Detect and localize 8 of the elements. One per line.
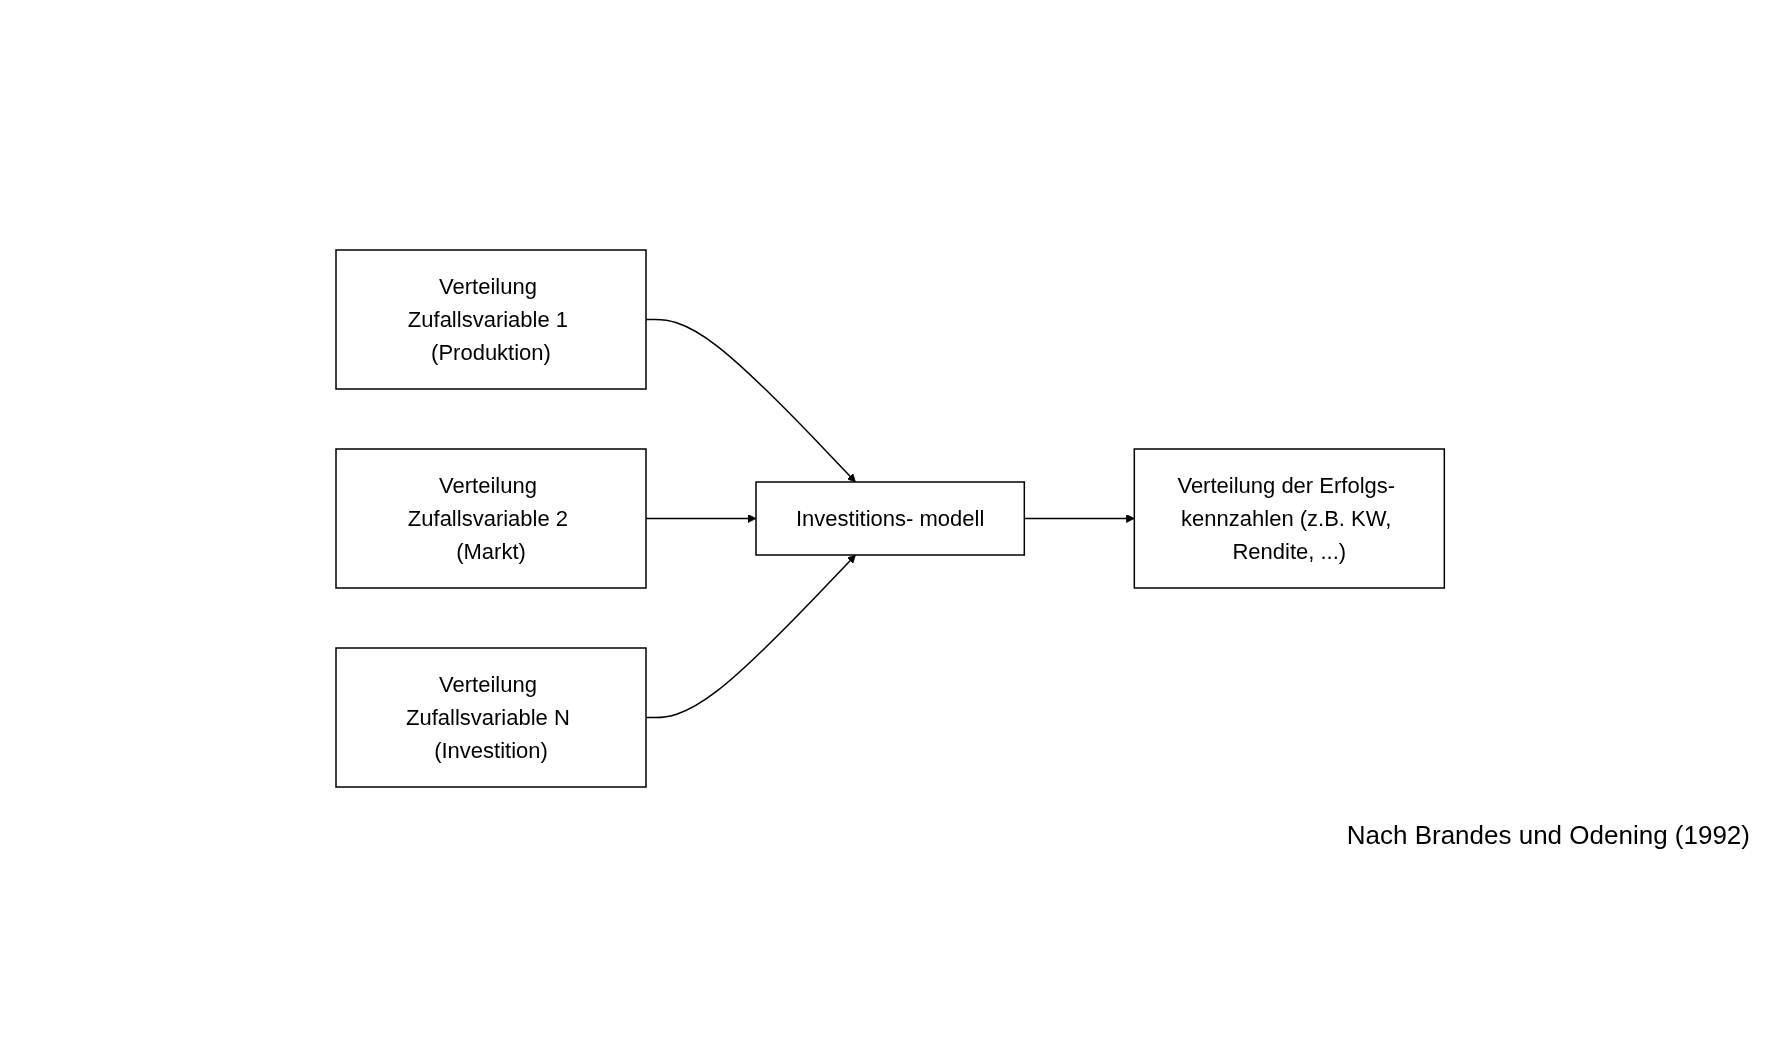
node-box: Investitions- modell: [755, 481, 1025, 556]
node-box: Verteilung der Erfolgs- kennzahlen (z.B. KW, Rendite, ...): [1133, 448, 1445, 589]
node-box: Verteilung Zufallsvariable 1 (Produktion): [335, 249, 647, 390]
node-box: Verteilung Zufallsvariable 2 (Markt): [335, 448, 647, 589]
node-box: Verteilung Zufallsvariable N (Investition): [335, 647, 647, 788]
source-note: Nach Brandes und Odening (1992): [1346, 820, 1750, 851]
arrow: [645, 318, 856, 483]
arrow: [645, 554, 856, 719]
